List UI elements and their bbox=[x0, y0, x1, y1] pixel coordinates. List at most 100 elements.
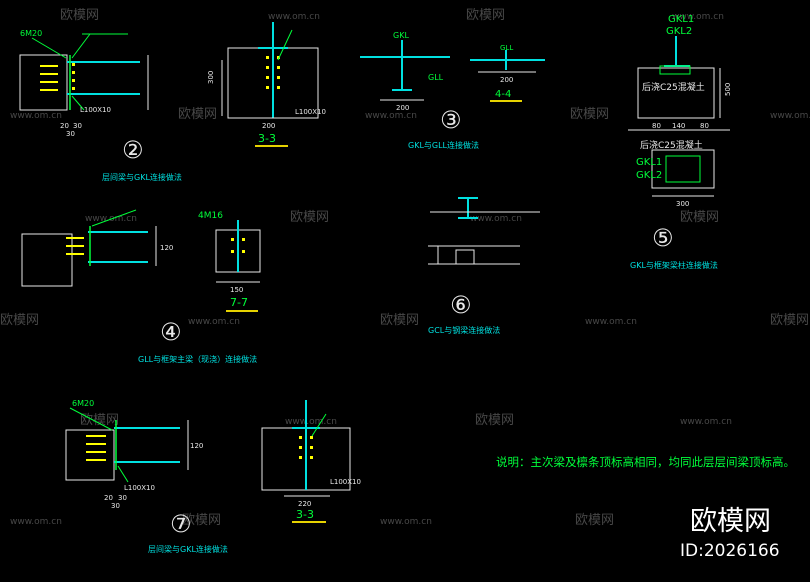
dimension-label: 300 bbox=[207, 71, 215, 84]
section-title: 3-3 bbox=[296, 508, 314, 521]
tag-label: 4M16 bbox=[198, 211, 223, 221]
dimension-label: 20 bbox=[60, 122, 69, 130]
dimension-label: 30 bbox=[73, 122, 82, 130]
dimension-label: 200 bbox=[396, 104, 409, 112]
detail-caption: GCL与钢梁连接做法 bbox=[428, 325, 500, 335]
watermark: 欧模网 www.om.cn 欧模网 www.om.cn 欧模网 bbox=[0, 313, 809, 328]
leader-line bbox=[71, 33, 91, 59]
detail-7: 6M20 120 L100X10 20 30 30 ⑦ 层间梁与GKL连接做法 bbox=[65, 399, 228, 554]
watermark-url: www.om.cn bbox=[380, 517, 432, 527]
detail-caption: GLL与框架主梁（现浇）连接做法 bbox=[138, 354, 257, 364]
concrete-note: 后浇C25混凝土 bbox=[642, 81, 705, 93]
dimension-label: 150 bbox=[230, 286, 243, 294]
tag-label: GLL bbox=[428, 73, 444, 82]
leader-line bbox=[69, 407, 113, 431]
watermark-brand: 欧模网 bbox=[380, 313, 419, 328]
watermark-url: www.om.cn bbox=[672, 12, 724, 22]
section-3-3-bottom: 220 L100X10 3-3 bbox=[261, 400, 361, 523]
leader-line bbox=[31, 37, 67, 59]
watermark-url: www.om.cn bbox=[470, 214, 522, 224]
bolt-heads bbox=[299, 436, 313, 459]
section-outline bbox=[651, 149, 715, 189]
detail-caption: 层间梁与GKL连接做法 bbox=[102, 172, 182, 182]
detail-number: ⑥ bbox=[450, 291, 472, 319]
tag-label: 6M20 bbox=[72, 399, 94, 408]
tag-label: GKL2 bbox=[666, 26, 692, 37]
watermark-brand: 欧模网 bbox=[570, 107, 609, 122]
tag-label: L100X10 bbox=[80, 106, 111, 114]
watermark-url: www.om.cn bbox=[680, 417, 732, 427]
watermark: 欧模网 www.om.cn 欧模网 www.om.cn bbox=[80, 413, 732, 428]
dimension-label: 30 bbox=[118, 494, 127, 502]
bolt-group bbox=[66, 237, 84, 255]
watermark-brand: 欧模网 bbox=[475, 413, 514, 428]
watermark-url: www.om.cn bbox=[10, 111, 62, 121]
watermark-brand: 欧模网 bbox=[575, 513, 614, 528]
dimension-label: 30 bbox=[111, 502, 120, 510]
watermark-url: www.om.cn bbox=[585, 317, 637, 327]
dimension-label: 80 bbox=[700, 122, 709, 130]
dimension-label: 80 bbox=[652, 122, 661, 130]
watermark-brand: 欧模网 bbox=[178, 107, 217, 122]
detail-5: GKL1 GKL2 500 后浇C25混凝土 80 140 80 后浇C25混凝… bbox=[628, 14, 732, 270]
dimension-label: 30 bbox=[66, 130, 75, 138]
concrete-note: 后浇C25混凝土 bbox=[640, 139, 703, 151]
section-title: 4-4 bbox=[495, 89, 511, 100]
watermark-brand: 欧模网 bbox=[680, 210, 719, 225]
bolt-group bbox=[86, 435, 106, 461]
detail-number: ③ bbox=[440, 106, 462, 134]
corner-id: ID:2026166 bbox=[680, 541, 780, 561]
watermark-url: www.om.cn bbox=[365, 111, 417, 121]
support-block bbox=[455, 249, 475, 265]
leader-line bbox=[71, 95, 85, 111]
dimension-label: 140 bbox=[672, 122, 685, 130]
corner-mark: 欧模网 ID:2026166 bbox=[680, 506, 780, 561]
concrete-beam-outline bbox=[21, 233, 73, 287]
tag-label: L100X10 bbox=[295, 108, 326, 116]
bolt-heads bbox=[72, 63, 75, 90]
corner-brand: 欧模网 bbox=[690, 506, 771, 537]
watermark-brand: 欧模网 bbox=[770, 313, 809, 328]
dimension-label: 220 bbox=[298, 500, 311, 508]
dimension-label: 20 bbox=[104, 494, 113, 502]
watermark-url: www.om.cn bbox=[770, 111, 810, 121]
detail-number: ② bbox=[122, 136, 144, 164]
detail-caption: GKL与GLL连接做法 bbox=[408, 140, 479, 150]
section-3-3-top: 300 200 L100X10 3-3 bbox=[207, 22, 326, 147]
bolt-heads bbox=[266, 56, 280, 89]
watermark: www.om.cn 欧模网 www.om.cn 欧模网 www.om.cn bbox=[10, 107, 810, 122]
leader-line bbox=[311, 413, 327, 437]
watermark: 欧模网 www.om.cn 欧模网 www.om.cn bbox=[60, 8, 724, 23]
tag-label: GKL2 bbox=[636, 170, 662, 181]
bolt-group bbox=[40, 65, 58, 91]
bolt-heads bbox=[231, 238, 245, 253]
dimension-label: 200 bbox=[262, 122, 275, 130]
detail-3: 200 GKL GLL GLL 200 4-4 ③ GKL与GLL连接做法 bbox=[360, 31, 545, 150]
concrete-beam-outline bbox=[19, 54, 68, 111]
leader-line bbox=[91, 209, 137, 227]
tag-label: GLL bbox=[500, 44, 513, 52]
dimension-label: 500 bbox=[724, 83, 732, 96]
dimension-label: 120 bbox=[160, 244, 173, 252]
detail-caption: 层间梁与GKL连接做法 bbox=[148, 544, 228, 554]
tag-label: 6M20 bbox=[20, 29, 42, 38]
detail-6: ⑥ GCL与钢梁连接做法 bbox=[428, 197, 540, 335]
watermark-brand: 欧模网 bbox=[182, 513, 221, 528]
detail-number: ④ bbox=[160, 318, 182, 346]
detail-number: ⑤ bbox=[652, 224, 674, 252]
watermark: www.om.cn 欧模网 www.om.cn 欧模网 bbox=[85, 210, 719, 225]
watermark-url: www.om.cn bbox=[285, 417, 337, 427]
design-note: 说明：主次梁及檩条顶标高相同，均同此层层间梁顶标高。 bbox=[496, 455, 795, 469]
tag-label: L100X10 bbox=[330, 478, 361, 486]
tag-label: L100X10 bbox=[124, 484, 155, 492]
watermark-brand: 欧模网 bbox=[290, 210, 329, 225]
section-title: 3-3 bbox=[258, 132, 276, 145]
detail-number: ⑦ bbox=[170, 510, 192, 538]
leader-line bbox=[277, 29, 293, 61]
tag-label: GKL bbox=[393, 31, 409, 40]
watermark-url: www.om.cn bbox=[10, 517, 62, 527]
concrete-beam-outline bbox=[637, 67, 715, 119]
section-title: 7-7 bbox=[230, 296, 248, 309]
embedded-plate bbox=[659, 65, 691, 75]
